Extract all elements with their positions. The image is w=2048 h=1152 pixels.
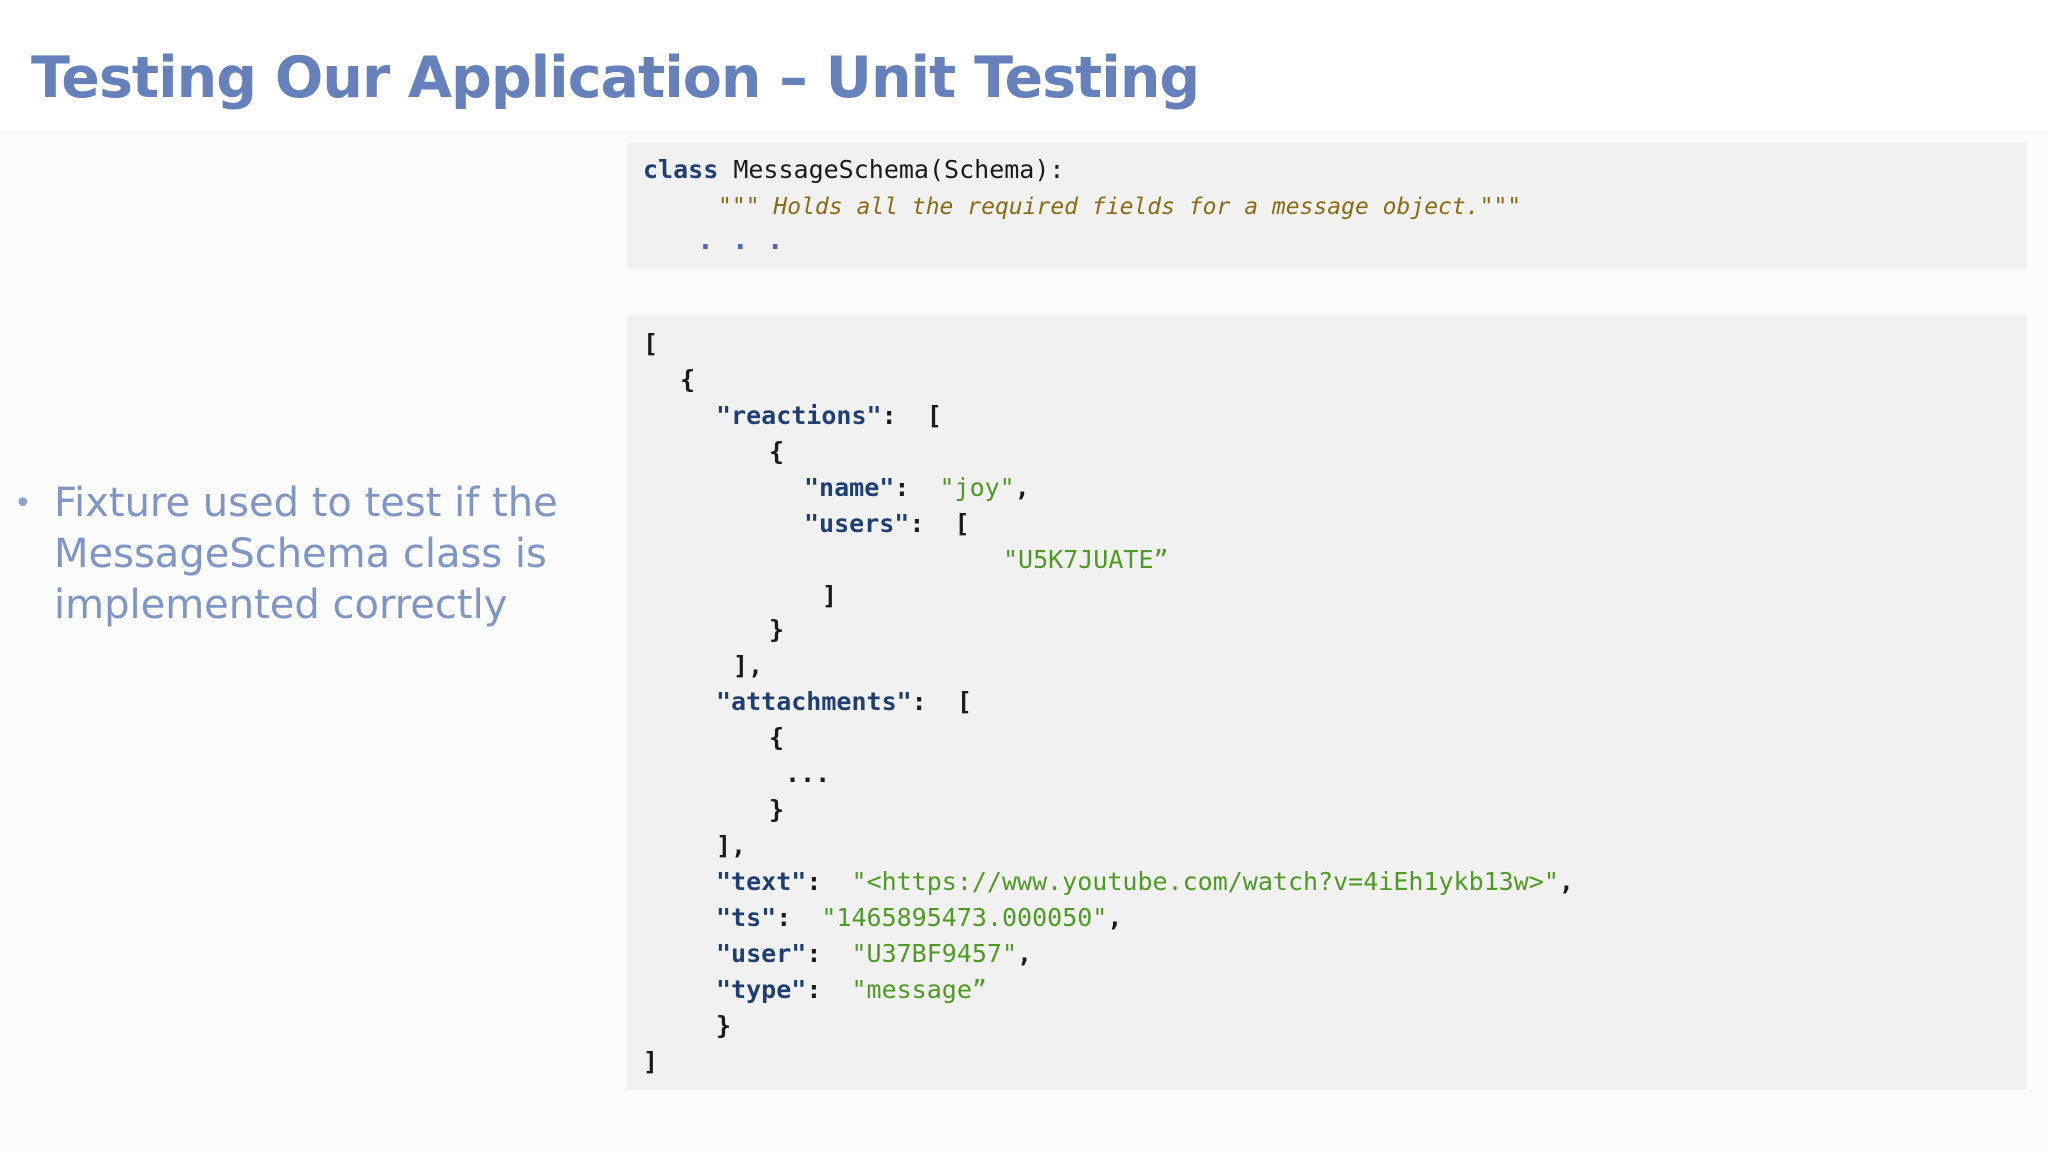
json-line-attach-ellipsis: ... bbox=[785, 757, 830, 791]
json-users-close: ] bbox=[822, 581, 838, 610]
json-line-attach-open-brace: { bbox=[769, 721, 784, 755]
json-key-type: "type" bbox=[716, 975, 807, 1004]
json-fixture-code-block: [ { "reactions": [ { "name": "joy", "use… bbox=[627, 315, 2027, 1090]
json-reactions-close: ], bbox=[733, 651, 764, 680]
slide-title: Testing Our Application – Unit Testing bbox=[31, 45, 1200, 111]
class-declaration: MessageSchema(Schema): bbox=[718, 155, 1065, 184]
json-punct: : bbox=[806, 939, 852, 968]
json-open-brace: { bbox=[680, 365, 696, 394]
json-line-name: "name": "joy", bbox=[804, 471, 1030, 505]
json-punct: : [ bbox=[911, 687, 972, 716]
json-key-attachments: "attachments" bbox=[716, 687, 912, 716]
code-line-ellipsis: ... bbox=[697, 223, 802, 257]
json-punct: : bbox=[806, 975, 852, 1004]
json-key-reactions: "reactions" bbox=[716, 401, 882, 430]
json-line-attach-close-brace: } bbox=[769, 793, 784, 827]
json-line-close-bracket: ] bbox=[643, 1045, 658, 1079]
json-line-attachments-close: ], bbox=[716, 829, 746, 863]
json-punct: : bbox=[776, 903, 822, 932]
json-value-user-id: "U5K7JUATE” bbox=[1003, 545, 1169, 574]
json-value-text: "<https://www.youtube.com/watch?v=4iEh1y… bbox=[851, 867, 1559, 896]
json-line-reactions: "reactions": [ bbox=[716, 399, 942, 433]
json-value-ts: "1465895473.000050" bbox=[821, 903, 1108, 932]
code-line-docstring: """ Holds all the required fields for a … bbox=[718, 189, 1521, 223]
json-line-inner-open-brace: { bbox=[769, 435, 784, 469]
json-inner-close-brace: } bbox=[769, 615, 785, 644]
json-key-text: "text" bbox=[716, 867, 807, 896]
class-docstring: """ Holds all the required fields for a … bbox=[718, 194, 1522, 220]
json-punct: : [ bbox=[909, 509, 970, 538]
json-key-users: "users" bbox=[804, 509, 910, 538]
json-punct: , bbox=[1014, 473, 1030, 502]
json-line-inner-close-brace: } bbox=[769, 613, 784, 647]
json-line-close-brace: } bbox=[716, 1009, 731, 1043]
json-attachments-close: ], bbox=[716, 831, 747, 860]
json-punct: : [ bbox=[881, 401, 942, 430]
json-open-bracket: [ bbox=[643, 329, 659, 358]
json-line-attachments: "attachments": [ bbox=[716, 685, 972, 719]
json-value-type: "message” bbox=[851, 975, 987, 1004]
json-inner-open-brace: { bbox=[769, 437, 785, 466]
json-attach-close-brace: } bbox=[769, 795, 785, 824]
json-line-user: "user": "U37BF9457", bbox=[716, 937, 1032, 971]
json-line-type: "type": "message” bbox=[716, 973, 987, 1007]
json-line-ts: "ts": "1465895473.000050", bbox=[716, 901, 1122, 935]
json-line-open-brace: { bbox=[680, 363, 695, 397]
json-attach-ellipsis: ... bbox=[785, 759, 831, 788]
json-line-text: "text": "<https://www.youtube.com/watch?… bbox=[716, 865, 1574, 899]
json-line-open-bracket: [ bbox=[643, 327, 658, 361]
json-punct: , bbox=[1017, 939, 1033, 968]
class-code-block: class MessageSchema(Schema): """ Holds a… bbox=[627, 143, 2027, 269]
class-keyword: class bbox=[643, 155, 719, 184]
json-close-brace: } bbox=[716, 1011, 732, 1040]
json-key-ts: "ts" bbox=[716, 903, 777, 932]
json-value-user: "U37BF9457" bbox=[851, 939, 1018, 968]
bullet-text: Fixture used to test if the MessageSchem… bbox=[54, 480, 558, 628]
json-punct: , bbox=[1558, 867, 1574, 896]
json-punct: , bbox=[1107, 903, 1123, 932]
json-line-reactions-close: ], bbox=[733, 649, 763, 683]
json-punct: : bbox=[894, 473, 940, 502]
json-key-name: "name" bbox=[804, 473, 895, 502]
class-ellipsis: ... bbox=[697, 223, 802, 256]
code-line-class: class MessageSchema(Schema): bbox=[643, 153, 1064, 187]
json-line-users-close: ] bbox=[822, 579, 837, 613]
json-line-user-id: "U5K7JUATE” bbox=[1003, 543, 1169, 577]
json-line-users: "users": [ bbox=[804, 507, 970, 541]
json-attach-open-brace: { bbox=[769, 723, 785, 752]
json-close-bracket: ] bbox=[643, 1047, 659, 1076]
json-value-name: "joy" bbox=[939, 473, 1015, 502]
json-key-user: "user" bbox=[716, 939, 807, 968]
bullet-dot: • bbox=[14, 486, 32, 521]
json-punct: : bbox=[806, 867, 852, 896]
